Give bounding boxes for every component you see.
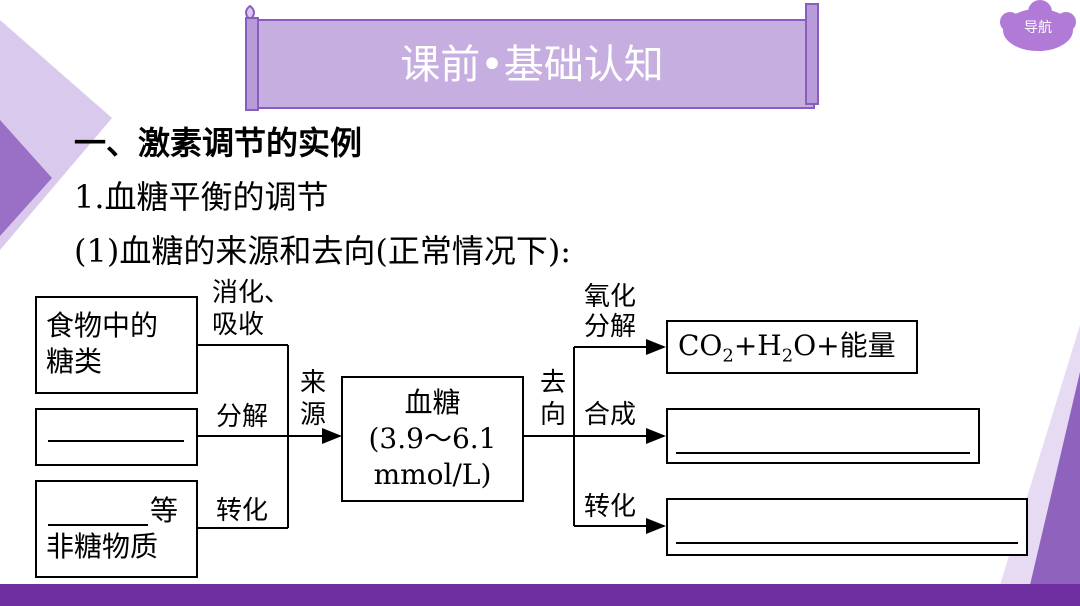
source-box-nonsugar [35, 480, 198, 578]
answer-blank[interactable] [676, 452, 970, 454]
label-oxidize-line2: 分解 [584, 312, 637, 342]
label-synth: 合成 [584, 400, 637, 430]
source-box-food [35, 296, 198, 394]
label-source-c1: 来 [300, 368, 327, 398]
subsubsection-heading: (1)血糖的来源和去向(正常情况下): [74, 232, 572, 270]
output-co2-text: CO2+H2O+能量 [678, 329, 896, 367]
label-convert-left: 转化 [216, 496, 269, 526]
subsection-heading: 1.血糖平衡的调节 [74, 178, 329, 216]
source-box-blank [35, 408, 198, 466]
source-food-line2: 糖类 [46, 345, 103, 378]
output-box-blank [666, 498, 1028, 556]
banner-title: 课前•基础认知 [400, 42, 664, 88]
nav-button[interactable]: 导航 [1024, 20, 1052, 36]
label-digest-line2: 吸收 [212, 310, 265, 340]
blood-sugar-range: (3.9～6.1 [368, 422, 497, 455]
answer-blank[interactable] [48, 440, 184, 442]
label-dest-c2: 向 [540, 400, 567, 430]
label-decompose-left: 分解 [216, 402, 269, 432]
label-convert-right: 转化 [584, 492, 637, 522]
output-box-co2 [666, 320, 918, 374]
source-nonsugar-suffix: 等 [150, 494, 179, 527]
label-digest-line1: 消化、 [212, 278, 291, 308]
output-box-blank [666, 408, 980, 464]
source-nonsugar-line2: 非糖物质 [46, 530, 159, 563]
label-dest-c1: 去 [540, 368, 567, 398]
source-food-line1: 食物中的 [46, 309, 159, 342]
label-source-c2: 源 [300, 400, 327, 430]
label-oxidize-line1: 氧化 [584, 282, 637, 312]
nav-cloud-icon [1000, 0, 1076, 53]
blood-sugar-title: 血糖 [404, 386, 461, 419]
answer-blank[interactable] [48, 524, 148, 526]
blood-sugar-unit: mmol/L) [373, 458, 492, 491]
section-heading: 一、激素调节的实例 [74, 124, 363, 162]
blood-sugar-box [341, 376, 524, 502]
answer-blank[interactable] [676, 542, 1018, 544]
